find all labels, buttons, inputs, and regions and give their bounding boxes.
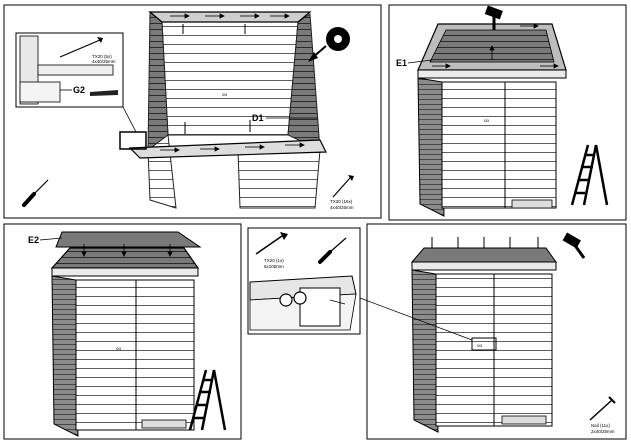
screw-icon-bottom: TX20 (16x) 4x40/25mm bbox=[330, 175, 354, 210]
nail-icon bbox=[589, 396, 616, 421]
svg-text:oo: oo bbox=[484, 118, 490, 123]
screw-spec-top-1: TX20 (5x) bbox=[92, 54, 112, 59]
label-e1: E1 bbox=[396, 58, 407, 68]
detail-highlight-box bbox=[119, 131, 147, 150]
front-frame bbox=[128, 139, 327, 159]
detail-inset: TX20 (5x) 4x40/25mm G2 bbox=[15, 32, 124, 108]
hammer-icon bbox=[562, 232, 586, 259]
screw-icon bbox=[255, 232, 288, 255]
svg-text:oo: oo bbox=[222, 92, 228, 97]
right-front-section bbox=[237, 149, 321, 209]
step-panel-3: oo E2 bbox=[3, 223, 242, 440]
label-d1: D1 bbox=[252, 113, 264, 123]
screwdriver-icon bbox=[318, 237, 347, 264]
ladder-icon bbox=[188, 369, 227, 431]
label-g2: G2 bbox=[73, 85, 85, 95]
screw-spec-top-2: 4x40/25mm bbox=[92, 59, 116, 64]
screw-spec-1: TX20 (1x) bbox=[264, 258, 284, 263]
nail-spec-2: 2x40/25mm bbox=[591, 429, 615, 434]
step-panel-2: oo E1 bbox=[388, 4, 627, 221]
screw-spec-bottom-1: TX20 (16x) bbox=[330, 199, 353, 204]
front-wall bbox=[441, 81, 557, 209]
screw-spec-bottom-2: 4x40/25mm bbox=[330, 205, 354, 210]
part-g2-icon bbox=[90, 90, 118, 96]
nail-spec-1: Nail (11x) bbox=[591, 423, 610, 428]
screw-icon bbox=[59, 39, 101, 58]
top-frame bbox=[148, 11, 312, 23]
step-panel-1: oo TX20 (5x) 4x40/25mm G2 D1 bbox=[3, 4, 382, 219]
ladder-icon bbox=[570, 144, 609, 206]
svg-text:oo: oo bbox=[477, 343, 483, 348]
label-e2: E2 bbox=[28, 235, 39, 245]
hammer-icon bbox=[484, 5, 503, 30]
handle-highlight bbox=[471, 337, 497, 351]
tape-roll-icon bbox=[308, 27, 350, 62]
step-panel-5: oo Nail (11x) 2x40/25mm bbox=[359, 223, 627, 440]
screwdriver-icon bbox=[22, 179, 49, 207]
step-panel-4: TX20 (1x) 5x100mm bbox=[247, 227, 361, 335]
screw-spec-2: 5x100mm bbox=[264, 264, 284, 269]
roof-panel-e2 bbox=[55, 231, 202, 248]
svg-text:oo: oo bbox=[116, 346, 122, 351]
